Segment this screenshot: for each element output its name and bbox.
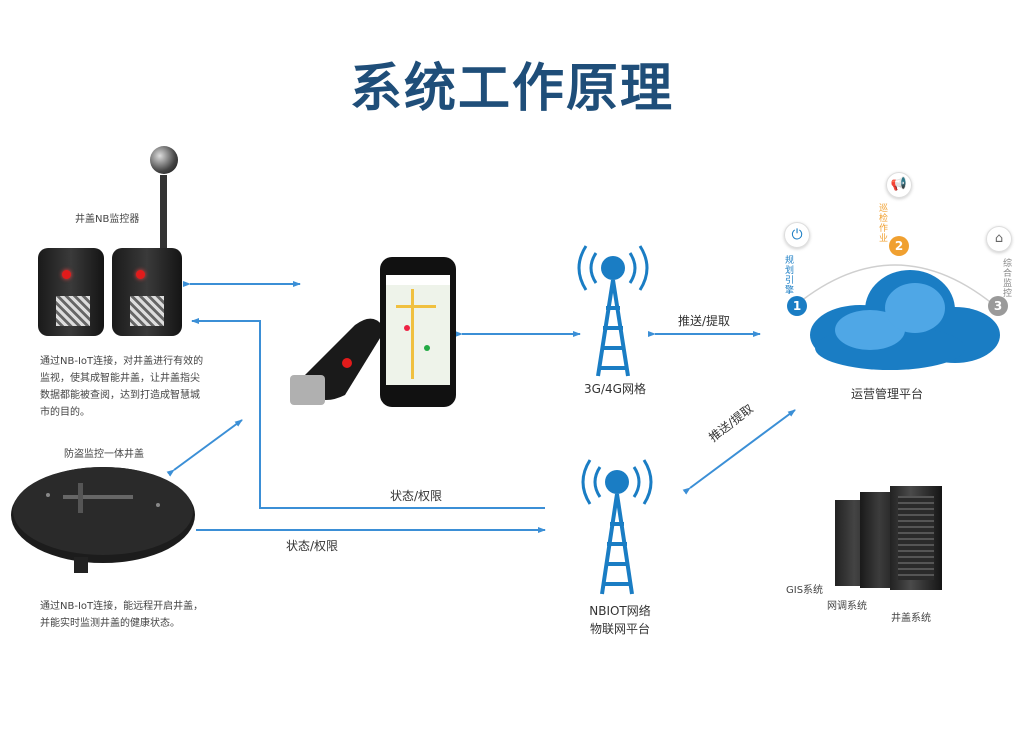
monitor-device-description: 通过NB-IoT连接，对井盖进行有效的 监视，使其成智能井盖，让井盖指尖 数据都…	[40, 356, 204, 418]
arrow-label-status-lower: 状态/权限	[286, 539, 339, 553]
cover-device-description: 通过NB-IoT连接，能远程开启井盖， 并能实时监测井盖的健康状态。	[40, 601, 204, 629]
tower-3g4g-label: 3G/4G网格	[584, 382, 646, 396]
step-2-badge: 2	[889, 236, 909, 256]
page-title: 系统工作原理	[349, 59, 674, 119]
platform-label: 运营管理平台	[851, 387, 924, 401]
step-3-label: 综合监控	[1001, 258, 1011, 298]
manhole-cover-image	[11, 467, 195, 573]
monitor-icon: ⌂	[986, 226, 1012, 252]
arrow-nbiot-platform	[682, 409, 796, 495]
cover-device-label: 防盗监控一体井盖	[64, 449, 144, 460]
step-1-label: 规划引擎	[783, 255, 793, 295]
cloud-platform-image	[789, 264, 1001, 370]
arrow-status-upper	[191, 318, 545, 509]
smartphone-image	[380, 257, 456, 407]
handheld-reader-image	[290, 318, 385, 405]
step-2-label: 巡检作业	[877, 203, 887, 243]
tower-nbiot-label: NBIOT网络 物联网平台	[589, 604, 651, 636]
tower-3g4g-icon	[577, 245, 649, 377]
monitor-device-label: 井盖NB监控器	[75, 214, 140, 225]
step-1-badge: 1	[787, 296, 807, 316]
arrow-label-status-upper: 状态/权限	[390, 489, 443, 503]
tower-nbiot-icon	[581, 459, 653, 595]
server-label-manhole: 井盖系统	[891, 613, 931, 624]
arrow-label-tower-platform: 推送/提取	[678, 314, 731, 328]
power-icon: ⏻	[784, 222, 810, 248]
step-3-badge: 3	[988, 296, 1008, 316]
megaphone-icon: 📢	[886, 172, 912, 198]
server-label-gis: GIS系统	[786, 585, 824, 596]
server-label-network: 网调系统	[827, 601, 867, 612]
arrow-cover-monitor	[166, 419, 243, 477]
